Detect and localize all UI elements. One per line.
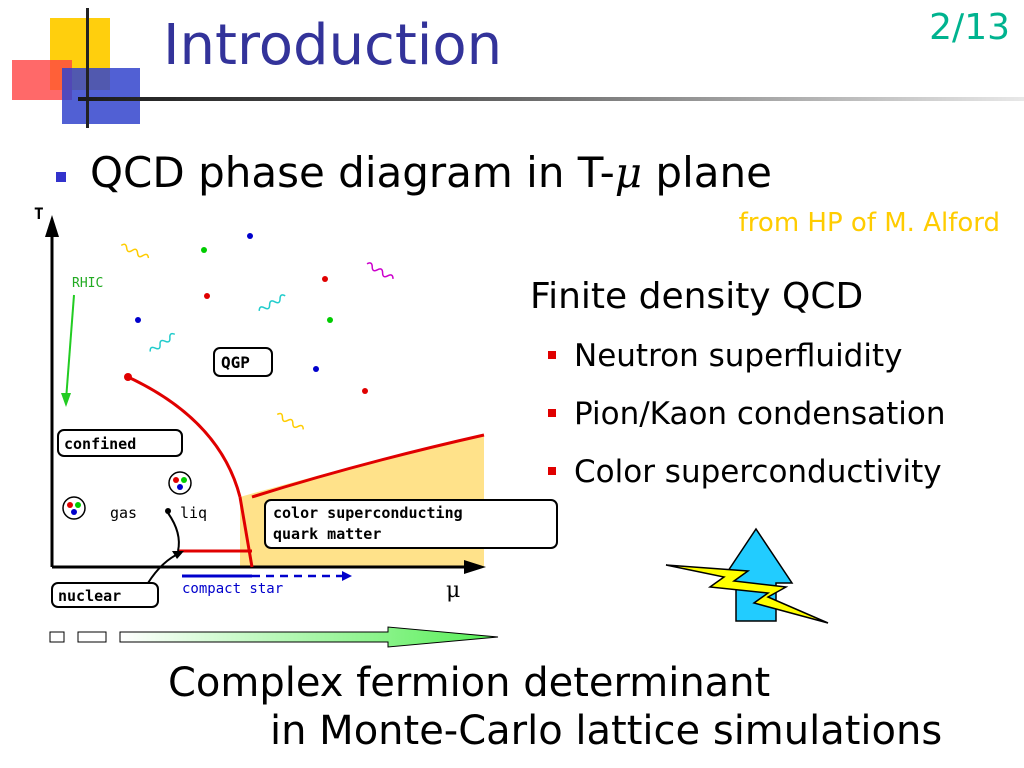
axis-x-label: μ [446,578,460,603]
quark-dot [247,233,253,239]
liq-label: liq [180,504,207,522]
cs-label-line1: color superconducting [273,504,463,522]
axis-y-label: T [34,204,44,223]
conclusion-line-1: Complex fermion determinant [168,660,771,706]
mu-symbol: μ [614,148,643,197]
cs-box [264,499,558,549]
sub-bullet-label: Pion/Kaon condensation [574,396,946,432]
small-square-icon [49,631,65,643]
confined-label: confined [64,435,136,453]
rhic-arrow [65,294,75,401]
main-bullet-suffix: plane [642,148,772,197]
small-rectangle-icon [77,631,107,643]
quark-dot [201,247,207,253]
sub-bullet-item: Color superconductivity [548,454,942,490]
sub-bullet-item: Pion/Kaon condensation [548,396,946,432]
gluon-wave [276,412,304,430]
sub-bullet-item: Neutron superfluidity [548,338,902,374]
gluon-wave [258,294,286,311]
hadron-icon [62,496,86,520]
quark-dot [362,388,368,394]
nuclear-box [51,582,159,608]
page-number: 2/13 [929,7,1010,48]
phase-boundary-line [127,375,242,498]
quark-dot [204,293,210,299]
y-axis-arrow [45,215,59,237]
quark-dot [327,317,333,323]
title-underline [78,97,1024,101]
gluon-wave [149,332,176,352]
lightning-arrow-graphic [665,527,829,624]
square-bullet-icon [548,466,556,475]
progress-arrow [49,626,499,648]
rhic-label: RHIC [72,276,103,291]
slide-title: Introduction [163,13,503,78]
quark-dot [135,317,141,323]
qgp-box [213,347,273,377]
compact-star-label: compact star [182,581,283,597]
rhic-arrowhead [61,393,71,407]
critical-point [124,373,132,381]
square-bullet-icon [548,408,556,417]
cs-boundary-line [251,433,485,499]
lightning-bolt-icon [665,564,829,624]
liq-dot [165,508,171,514]
conclusion-line-2: in Monte-Carlo lattice simulations [270,708,943,754]
square-bullet-icon [56,172,66,182]
quark-dot [322,276,328,282]
corner-decoration [12,8,140,128]
nuclear-pointer-arrowhead [172,551,184,559]
cs-label-line2: quark matter [273,525,381,543]
hadron-icon [168,471,192,495]
finite-density-heading: Finite density QCD [530,276,864,317]
qcd-phase-diagram: T μ RHIC QGP confined gas liq color supe… [34,204,558,608]
compact-star-arrowhead [342,571,352,581]
confined-box [57,429,183,457]
qgp-label: QGP [221,353,250,372]
x-axis-arrow [464,560,486,574]
main-bullet-text: QCD phase diagram in T- [90,148,615,197]
liq-pointer [167,512,180,552]
gas-label: gas [110,504,137,522]
gluon-wave [120,243,150,259]
gradient-arrow-icon [119,626,499,648]
source-credit: from HP of M. Alford [738,208,1000,238]
nuclear-label: nuclear [58,587,121,605]
phase-boundary-line [238,496,254,568]
sub-bullet-label: Neutron superfluidity [574,338,903,374]
quark-dot [313,366,319,372]
sub-bullet-label: Color superconductivity [574,454,942,490]
main-bullet: QCD phase diagram in T-μ plane [90,148,772,197]
square-bullet-icon [548,350,556,359]
gluon-wave [366,262,394,279]
